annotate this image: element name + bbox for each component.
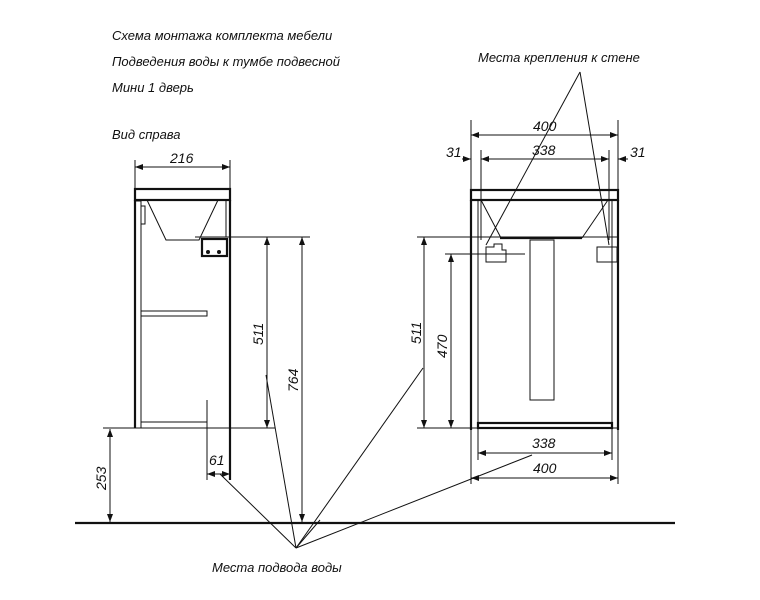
label-wall-mount: Места крепления к стене [478, 50, 640, 65]
side-view-cabinet [133, 187, 232, 480]
wall-bracket-left [485, 243, 507, 263]
wall-bracket-right [596, 246, 618, 263]
drain-pipe [529, 239, 555, 401]
dim-front-bottom-400: 400 [533, 460, 557, 476]
title-line-1: Схема монтажа комплекта мебели [112, 28, 332, 43]
bottom-panel [140, 421, 208, 429]
dim-front-right-31: 31 [630, 144, 646, 160]
title-line-3: Мини 1 дверь [112, 80, 194, 95]
label-water-supply: Места подвода воды [212, 560, 342, 575]
dim-side-764: 764 [285, 368, 301, 392]
dim-front-511: 511 [408, 322, 424, 344]
dim-front-left-31: 31 [446, 144, 462, 160]
siphon-box [200, 237, 229, 258]
dim-front-top-400: 400 [533, 118, 557, 134]
leader-water-3 [295, 519, 321, 549]
front-view-cabinet [469, 188, 620, 430]
leader-water-2 [265, 374, 297, 549]
leader-wall-right [579, 71, 610, 246]
leader-wall-left [485, 71, 581, 246]
dim-side-width: 216 [169, 150, 194, 166]
dim-front-470: 470 [434, 334, 450, 358]
dim-front-top-338: 338 [532, 142, 556, 158]
leader-water-4 [295, 367, 424, 549]
side-view-title: Вид справа [112, 127, 181, 142]
front-bottom-panel [476, 421, 614, 430]
dim-floor-253: 253 [93, 466, 109, 491]
leader-water-1 [219, 473, 297, 549]
dim-pipe-61: 61 [209, 452, 225, 468]
title-line-2: Подведения воды к тумбе подвесной [112, 54, 340, 69]
dim-side-511: 511 [250, 323, 266, 345]
leader-water-5 [295, 454, 533, 549]
shelf [140, 310, 208, 317]
dim-front-bottom-338: 338 [532, 435, 556, 451]
